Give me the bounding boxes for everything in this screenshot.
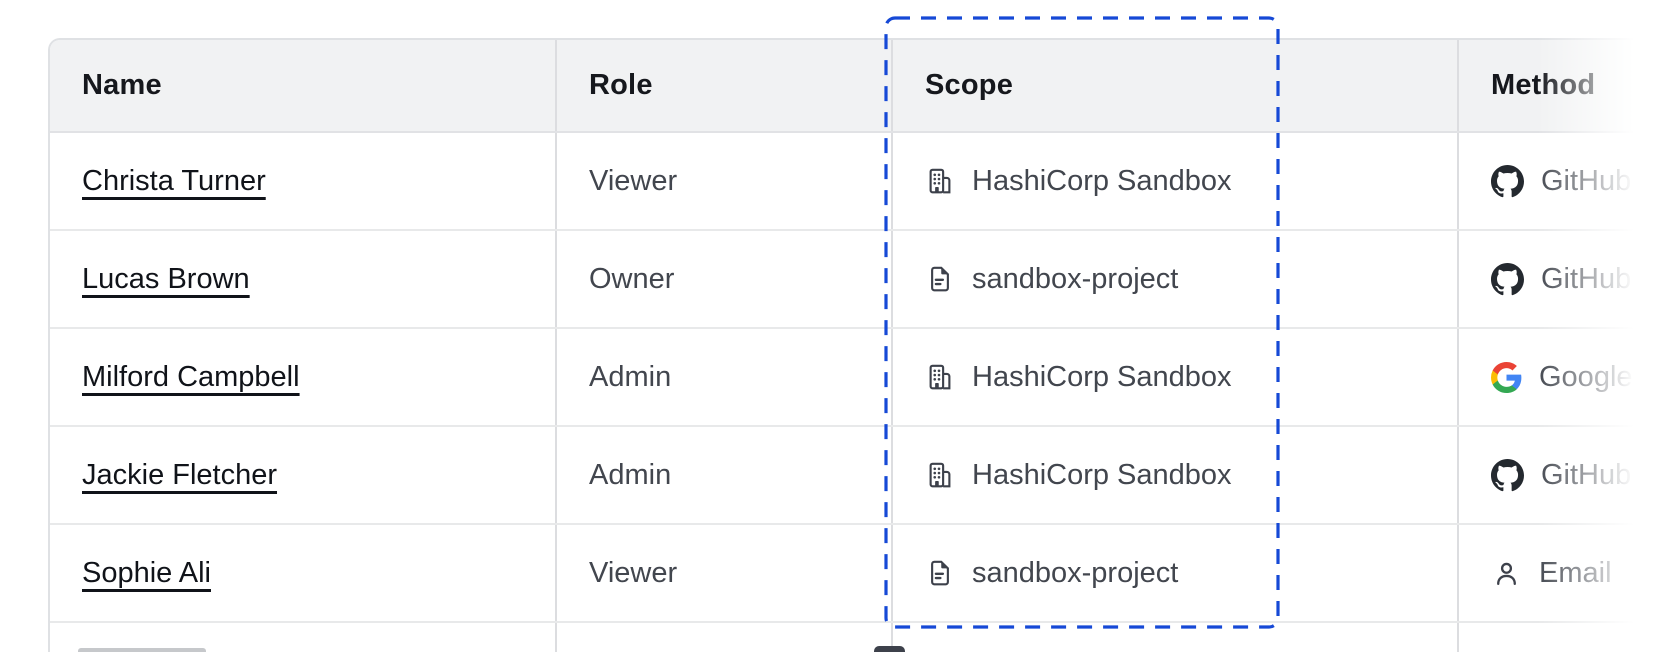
column-header-role: Role — [555, 40, 891, 131]
role-cell: Viewer — [555, 133, 891, 229]
google-icon — [1491, 361, 1522, 393]
building-org-icon — [925, 362, 955, 392]
scope-cell: HashiCorp Sandbox — [891, 329, 1457, 425]
method-cell: GitHub — [1457, 133, 1672, 229]
method-label: GitHub — [1541, 164, 1632, 197]
name-cell: Jackie Fletcher — [50, 427, 555, 523]
table-row-partial — [50, 623, 1672, 652]
member-name-link[interactable]: Milford Campbell — [82, 360, 300, 393]
name-cell: Lucas Brown — [50, 231, 555, 327]
scope-cell: HashiCorp Sandbox — [891, 133, 1457, 229]
column-header-method: Method — [1457, 40, 1672, 131]
role-label: Viewer — [589, 164, 678, 197]
building-org-icon — [925, 166, 955, 196]
role-label: Admin — [589, 360, 672, 393]
table-row: Sophie Ali Viewer sandbox-project — [50, 525, 1672, 623]
method-cell: Google — [1457, 329, 1672, 425]
building-org-icon — [925, 460, 955, 490]
role-label: Owner — [589, 262, 675, 295]
name-cell: Christa Turner — [50, 133, 555, 229]
member-name-link[interactable]: Christa Turner — [82, 164, 266, 197]
scope-cell: HashiCorp Sandbox — [891, 427, 1457, 523]
role-cell: Admin — [555, 329, 891, 425]
person-icon — [1491, 558, 1522, 589]
scope-label: HashiCorp Sandbox — [972, 360, 1232, 393]
role-cell: Owner — [555, 231, 891, 327]
method-cell: GitHub — [1457, 231, 1672, 327]
column-header-scope: Scope — [891, 40, 1457, 131]
table-row: Lucas Brown Owner sandbox-project GitHub — [50, 231, 1672, 329]
github-icon — [1491, 262, 1524, 296]
method-label: GitHub — [1541, 458, 1632, 491]
method-label: GitHub — [1541, 262, 1632, 295]
column-header-name: Name — [82, 69, 162, 101]
table-row: Milford Campbell Admin — [50, 329, 1672, 427]
github-icon — [1491, 164, 1524, 198]
role-label: Admin — [589, 458, 672, 491]
file-document-icon — [925, 264, 955, 294]
members-table: Name Role Scope Method Christa Turner Vi… — [48, 38, 1672, 652]
role-cell: Admin — [555, 427, 891, 523]
name-cell: Milford Campbell — [50, 329, 555, 425]
role-cell: Viewer — [555, 525, 891, 621]
method-cell: Email — [1457, 525, 1672, 621]
table-row: Christa Turner Viewer — [50, 133, 1672, 231]
member-name-link[interactable]: Lucas Brown — [82, 262, 250, 295]
scope-label: HashiCorp Sandbox — [972, 164, 1232, 197]
role-label: Viewer — [589, 556, 678, 589]
github-icon — [1491, 458, 1524, 492]
scope-label: HashiCorp Sandbox — [972, 458, 1232, 491]
table-row: Jackie Fletcher Admin — [50, 427, 1672, 525]
table-header-row: Name Role Scope Method — [50, 40, 1672, 133]
member-name-link[interactable]: Jackie Fletcher — [82, 458, 278, 491]
method-label: Google — [1539, 360, 1633, 393]
member-name-link[interactable]: Sophie Ali — [82, 556, 211, 589]
method-cell: GitHub — [1457, 427, 1672, 523]
method-label: Email — [1539, 556, 1612, 589]
clipped-next-row-name-sliver — [78, 648, 206, 652]
file-document-icon — [925, 558, 955, 588]
scope-label: sandbox-project — [972, 556, 1179, 589]
name-cell: Sophie Ali — [50, 525, 555, 621]
clipped-next-row-scope-icon-sliver — [874, 646, 905, 652]
scope-cell: sandbox-project — [891, 231, 1457, 327]
scope-cell: sandbox-project — [891, 525, 1457, 621]
scope-label: sandbox-project — [972, 262, 1179, 295]
